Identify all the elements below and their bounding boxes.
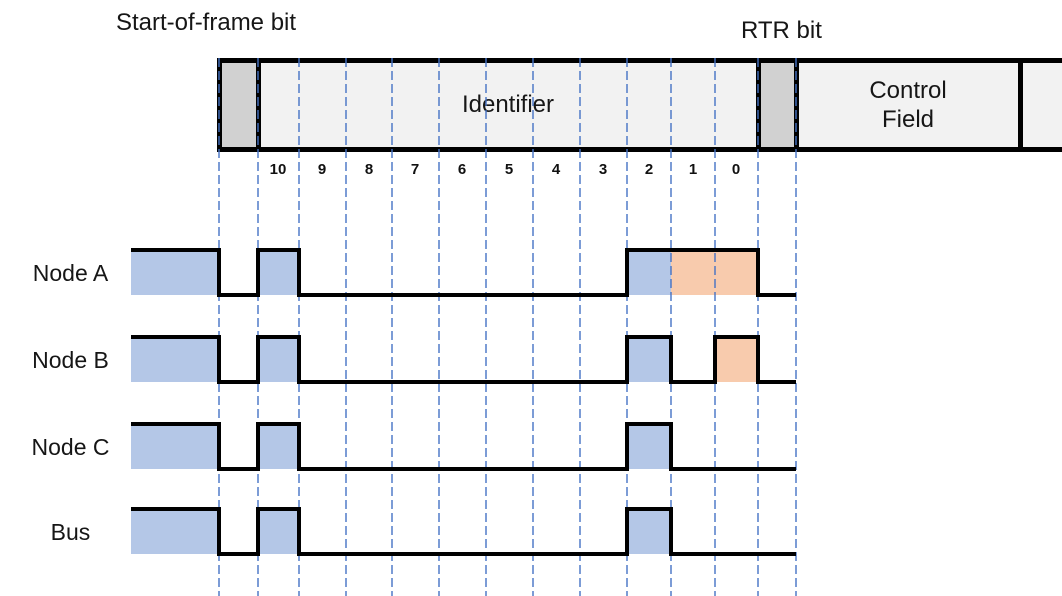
bit-number-1: 1 bbox=[688, 161, 698, 178]
pulse-fill-node-a bbox=[627, 250, 671, 295]
pulse-fill-node-c bbox=[258, 424, 299, 469]
bit-number-6: 6 bbox=[457, 161, 467, 178]
waveform-trace-node-b bbox=[131, 335, 796, 384]
bit-number-8: 8 bbox=[364, 161, 374, 178]
row-label-node-c: Node C bbox=[31, 433, 110, 460]
rtr-bit-label: RTR bit bbox=[741, 17, 822, 44]
pulse-fill-node-a bbox=[131, 250, 219, 295]
field-control-field-label: Control Field bbox=[869, 76, 947, 133]
pulse-fill-bus bbox=[627, 509, 671, 554]
waveform-trace-node-a bbox=[131, 248, 796, 297]
field-next-field bbox=[1017, 58, 1062, 152]
bit-number-3: 3 bbox=[598, 161, 608, 178]
pulse-fill-node-a bbox=[258, 250, 299, 295]
row-label-node-a: Node A bbox=[32, 259, 109, 286]
bit-number-2: 2 bbox=[644, 161, 654, 178]
bit-number-5: 5 bbox=[504, 161, 514, 178]
waveform-trace-bus bbox=[131, 507, 796, 556]
pulse-fill-node-c bbox=[131, 424, 219, 469]
pulse-fill-bus bbox=[131, 509, 219, 554]
row-label-node-b: Node B bbox=[32, 346, 109, 373]
pulse-fill-node-b bbox=[258, 337, 299, 382]
pulse-fill-node-c bbox=[627, 424, 671, 469]
field-identifier-label: Identifier bbox=[461, 91, 555, 119]
pulse-fill-node-b bbox=[131, 337, 219, 382]
bit-number-9: 9 bbox=[317, 161, 327, 178]
bit-number-10: 10 bbox=[269, 161, 287, 178]
pulse-fill-node-b bbox=[627, 337, 671, 382]
row-label-bus: Bus bbox=[50, 518, 91, 545]
bit-number-7: 7 bbox=[410, 161, 420, 178]
pulse-fill-bus bbox=[258, 509, 299, 554]
bit-number-0: 0 bbox=[731, 161, 741, 178]
pulse-fill-node-b bbox=[715, 337, 758, 382]
waveform-trace-node-c bbox=[131, 422, 796, 471]
bit-number-4: 4 bbox=[551, 161, 561, 178]
start-of-frame-label: Start-of-frame bit bbox=[116, 9, 297, 36]
